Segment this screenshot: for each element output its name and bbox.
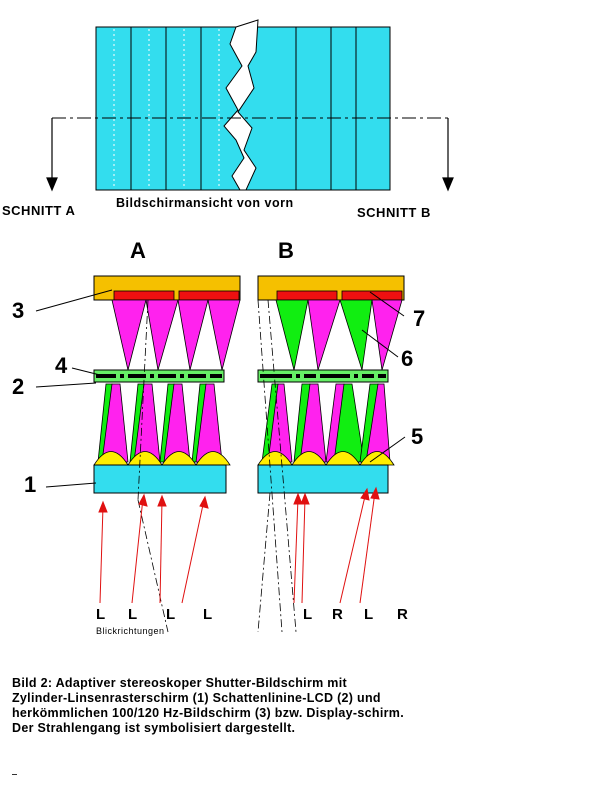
caption-line: Der Strahlengang ist symbolisiert darges… bbox=[12, 721, 296, 735]
section-b-label: SCHNITT B bbox=[357, 205, 431, 220]
front-view-column-lines bbox=[130, 27, 357, 190]
view-direction-b-2: R bbox=[332, 606, 343, 623]
panel-b-lenses bbox=[257, 451, 395, 466]
panel-b-dashdot-lines bbox=[257, 299, 297, 633]
screen-view-label: Bildschirmansicht von vorn bbox=[116, 196, 294, 210]
view-direction-b-1: L bbox=[303, 606, 313, 623]
part-number-3: 3 bbox=[12, 298, 25, 323]
panel-a-dashdot-lines bbox=[137, 299, 169, 633]
panel-a-lcd-stripe bbox=[96, 374, 222, 378]
front-view-dotted-lines bbox=[113, 29, 220, 188]
view-direction-a-1: L bbox=[96, 606, 106, 623]
part-number-6: 6 bbox=[401, 346, 414, 371]
view-direction-a-3: L bbox=[166, 606, 176, 623]
panel-b-lcd-cells bbox=[292, 374, 378, 378]
section-a-label: SCHNITT A bbox=[2, 203, 76, 218]
view-direction-b-4: R bbox=[397, 606, 408, 623]
caption-line: Zylinder-Linsenrasterschirm (1) Schatten… bbox=[12, 691, 381, 705]
front-view bbox=[46, 19, 454, 192]
view-direction-a-4: L bbox=[203, 606, 213, 623]
panel-b-lcd-stripe bbox=[260, 374, 386, 378]
panel-b-upper-beams bbox=[275, 299, 403, 371]
panel-a-rays bbox=[98, 493, 209, 604]
bottom-mark bbox=[12, 774, 17, 775]
view-direction-b-3: L bbox=[364, 606, 374, 623]
panel-a-lenses bbox=[93, 451, 231, 466]
panel-a-lcd-cells bbox=[116, 374, 210, 378]
caption-line: herkömmlichen 100/120 Hz-Bildschirm (3) … bbox=[12, 706, 404, 720]
figure-caption: Bild 2: Adaptiver stereoskoper Shutter-B… bbox=[12, 676, 592, 736]
panel-b-rays bbox=[293, 486, 380, 604]
part-number-7: 7 bbox=[413, 306, 426, 331]
part-number-1: 1 bbox=[24, 472, 37, 497]
panel-b-pixel bbox=[276, 290, 338, 301]
panel-b-lower-beams bbox=[261, 383, 391, 463]
panel-a-upper-beams bbox=[111, 299, 241, 371]
panel-b-lens-screen bbox=[257, 464, 389, 494]
caption-line: Bild 2: Adaptiver stereoskoper Shutter-B… bbox=[12, 676, 347, 690]
panel-a-label: A bbox=[130, 238, 146, 263]
panel-a bbox=[93, 275, 241, 633]
leader-lines bbox=[35, 289, 406, 488]
panel-b bbox=[257, 275, 405, 633]
panel-a-lower-beams bbox=[97, 383, 223, 463]
view-direction-a-2: L bbox=[128, 606, 138, 623]
part-number-4: 4 bbox=[55, 353, 68, 378]
part-number-2: 2 bbox=[12, 374, 25, 399]
panel-a-lens-screen bbox=[93, 464, 227, 494]
view-directions-caption: Blickrichtungen bbox=[96, 626, 165, 636]
front-view-break-mark bbox=[223, 19, 259, 191]
panel-a-pixel bbox=[113, 290, 175, 301]
part-number-5: 5 bbox=[411, 424, 424, 449]
section-arrow-a bbox=[46, 118, 58, 192]
panel-a-pixel bbox=[178, 290, 240, 301]
panel-b-label: B bbox=[278, 238, 294, 263]
panel-b-pixel bbox=[341, 290, 403, 301]
section-arrow-b bbox=[442, 118, 454, 192]
